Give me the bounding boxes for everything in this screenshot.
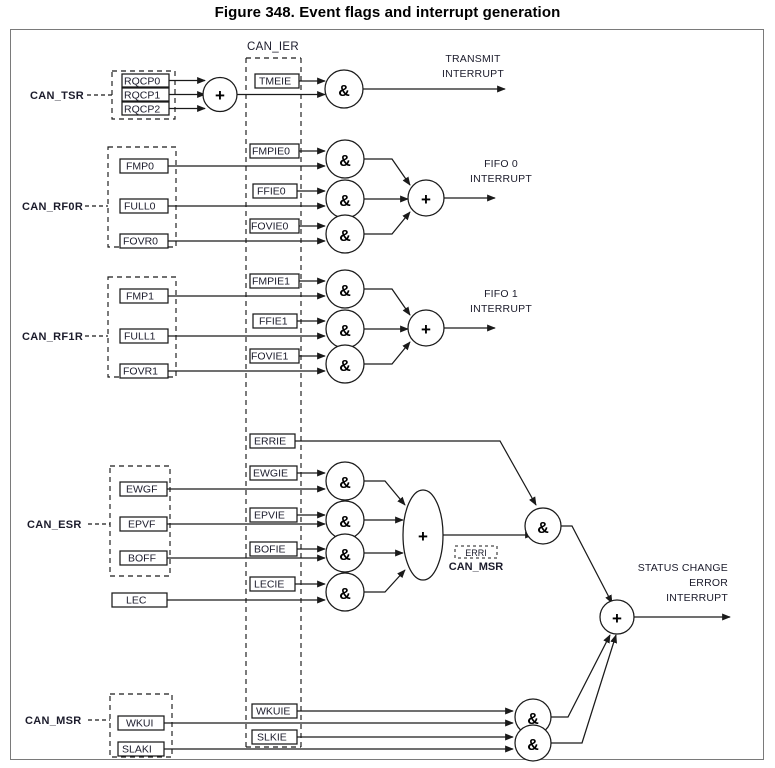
and-gate-symbol-wkui: & [527, 711, 539, 728]
output-label-fifo0-line1: FIFO 0 [484, 158, 518, 170]
flag-label-slaki: SLAKI [122, 744, 152, 756]
register-label-can-tsr: CAN_TSR [30, 90, 84, 102]
and-gate-symbol-slaki: & [527, 737, 539, 754]
output-label-transmit-line1: TRANSMIT [445, 53, 501, 65]
can-ier-group [245, 57, 302, 748]
output-label-transmit-line2: INTERRUPT [442, 68, 504, 80]
section-transmit [87, 69, 506, 120]
enable-label-ewgie: EWGIE [253, 468, 288, 480]
enable-label-errie: ERRIE [254, 436, 286, 448]
can-ier-label: CAN_IER [247, 41, 299, 53]
section-fifo1 [85, 269, 496, 384]
flag-label-boff: BOFF [128, 553, 156, 565]
flag-label-wkui: WKUI [126, 718, 153, 730]
enable-label-wkuie: WKUIE [256, 706, 290, 718]
flag-label-fovr0: FOVR0 [123, 236, 158, 248]
section-error [88, 433, 731, 635]
enable-label-fmpie1: FMPIE1 [252, 276, 290, 288]
output-label-fifo1-line1: FIFO 1 [484, 288, 518, 300]
or-gate-symbol-fifo0: + [421, 190, 431, 209]
register-label-can-rf1r: CAN_RF1R [22, 331, 83, 343]
and-gate-symbol-fovr1: & [339, 358, 351, 375]
flag-label-epvf: EPVF [128, 519, 155, 531]
enable-label-epvie: EPVIE [254, 510, 285, 522]
output-label-fifo0-line2: INTERRUPT [470, 173, 532, 185]
enable-label-bofie: BOFIE [254, 544, 286, 556]
flag-label-rqcp0: RQCP0 [124, 76, 160, 88]
flag-label-fmp0: FMP0 [126, 161, 154, 173]
output-label-status-line1: STATUS CHANGE [638, 562, 728, 574]
enable-label-lecie: LECIE [254, 579, 284, 591]
and-gate-symbol-error-final: & [537, 520, 549, 537]
flag-label-rqcp2: RQCP2 [124, 104, 160, 116]
esr-flag-group-box [109, 465, 171, 577]
and-gate-symbol-epvf: & [339, 514, 351, 531]
or-gate-symbol-tsr: + [215, 86, 225, 105]
register-label-can-msr: CAN_MSR [25, 715, 82, 727]
msr-flag-group-box [109, 693, 173, 758]
flag-label-lec: LEC [126, 595, 147, 607]
output-label-status-line2: ERROR [689, 577, 728, 589]
diagram-frame [10, 29, 764, 760]
output-label-status-line3: INTERRUPT [666, 592, 728, 604]
or-gate-symbol-fifo1: + [421, 320, 431, 339]
or-gate-symbol-error: + [418, 527, 428, 546]
enable-label-fmpie0: FMPIE0 [252, 146, 290, 158]
and-gate-symbol-boff: & [339, 547, 351, 564]
and-gate-symbol-full1: & [339, 323, 351, 340]
or-gate-symbol-status: + [612, 609, 622, 628]
can-msr-mid-label: CAN_MSR [449, 561, 503, 573]
flag-label-ewgf: EWGF [126, 484, 158, 496]
enable-label-ffie0: FFIE0 [257, 186, 286, 198]
erri-msr-tag-box [454, 545, 498, 559]
enable-label-tmeie: TMEIE [259, 76, 291, 88]
output-label-fifo1-line2: INTERRUPT [470, 303, 532, 315]
flag-label-full0: FULL0 [124, 201, 156, 213]
section-msr [88, 634, 617, 762]
enable-label-fovie0: FOVIE0 [251, 221, 289, 233]
and-gate-symbol-transmit: & [338, 83, 350, 100]
and-gate-symbol-ewgf: & [339, 475, 351, 492]
flag-label-rqcp1: RQCP1 [124, 90, 160, 102]
and-gate-symbol-fmp0: & [339, 153, 351, 170]
and-gate-symbol-fmp1: & [339, 283, 351, 300]
flag-label-fmp1: FMP1 [126, 291, 154, 303]
and-gate-symbol-full0: & [339, 193, 351, 210]
register-label-can-esr: CAN_ESR [27, 519, 82, 531]
flag-label-full1: FULL1 [124, 331, 156, 343]
enable-label-fovie1: FOVIE1 [251, 351, 289, 363]
enable-label-slkie: SLKIE [257, 732, 287, 744]
flag-label-fovr1: FOVR1 [123, 366, 158, 378]
and-gate-symbol-lec: & [339, 586, 351, 603]
and-gate-symbol-fovr0: & [339, 228, 351, 245]
register-label-can-rf0r: CAN_RF0R [22, 201, 83, 213]
figure-title: Figure 348. Event flags and interrupt ge… [214, 4, 561, 21]
section-fifo0 [85, 139, 496, 254]
enable-label-ffie1: FFIE1 [259, 316, 288, 328]
erri-flag-label: ERRI [465, 548, 487, 558]
